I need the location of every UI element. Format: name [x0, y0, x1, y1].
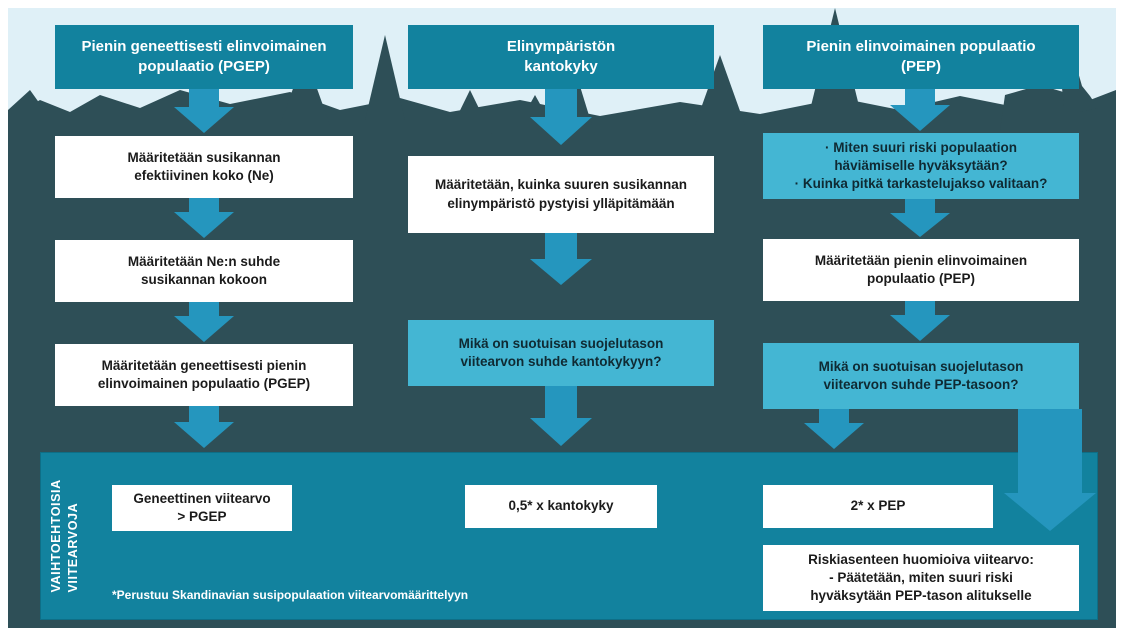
arrow-down-icon [890, 89, 950, 131]
step-pep-3: Mikä on suotuisan suojelutason viitearvo… [763, 343, 1079, 409]
header-pgep-text: Pienin geneettisesti elinvoimainen popul… [81, 37, 327, 75]
arrow-down-icon [530, 233, 592, 285]
arrow-down-icon [804, 409, 864, 449]
step-pgep-1-text: Määritetään susikannan efektiivinen koko… [127, 149, 281, 183]
arrow-down-icon [174, 406, 234, 448]
step-pep-1-text: · Miten suuri riski populaation häviämis… [794, 139, 1048, 192]
panel-side-label: VAIHTOEHTOISIA VIITEARVOJA [40, 452, 90, 620]
result-genetic-reference-value-text: Geneettinen viitearvo > PGEP [133, 490, 271, 524]
panel-side-label-text: VAIHTOEHTOISIA VIITEARVOJA [49, 479, 80, 593]
step-pep-2-text: Määritetään pienin elinvoimainen populaa… [814, 252, 1028, 286]
result-pep-multiple-text: 2* x PEP [850, 498, 906, 514]
result-genetic-reference-value: Geneettinen viitearvo > PGEP [112, 485, 292, 531]
header-kantokyky: Elinympäristön kantokyky [408, 25, 714, 89]
arrow-down-icon [174, 198, 234, 238]
step-pgep-3-text: Määritetään geneettisesti pienin elinvoi… [97, 357, 311, 391]
header-pep-text: Pienin elinvoimainen populaatio (PEP) [806, 37, 1036, 75]
arrow-down-icon [174, 89, 234, 133]
result-carrying-capacity: 0,5* x kantokyky [465, 485, 657, 528]
step-pgep-1: Määritetään susikannan efektiivinen koko… [55, 136, 353, 198]
arrow-down-icon [174, 302, 234, 342]
step-pgep-2-text: Määritetään Ne:n suhde susikannan kokoon [127, 253, 281, 287]
step-pgep-3: Määritetään geneettisesti pienin elinvoi… [55, 344, 353, 406]
step-pep-2: Määritetään pienin elinvoimainen populaa… [763, 239, 1079, 301]
result-risk-reference-value: Riskiasenteen huomioiva viitearvo: - Pää… [763, 545, 1079, 611]
arrow-down-icon [1004, 409, 1096, 531]
step-pgep-2: Määritetään Ne:n suhde susikannan kokoon [55, 240, 353, 302]
step-kantokyky-1-text: Määritetään, kuinka suuren susikannan el… [434, 177, 688, 211]
step-pep-1: · Miten suuri riski populaation häviämis… [763, 133, 1079, 199]
result-carrying-capacity-text: 0,5* x kantokyky [508, 498, 614, 514]
arrow-down-icon [890, 199, 950, 237]
header-pgep: Pienin geneettisesti elinvoimainen popul… [55, 25, 353, 89]
step-kantokyky-2-text: Mikä on suotuisan suojelutason viitearvo… [458, 335, 664, 369]
step-pep-3-text: Mikä on suotuisan suojelutason viitearvo… [818, 358, 1024, 392]
arrow-down-icon [530, 89, 592, 145]
header-pep: Pienin elinvoimainen populaatio (PEP) [763, 25, 1079, 89]
step-kantokyky-1: Määritetään, kuinka suuren susikannan el… [408, 156, 714, 233]
result-pep-multiple: 2* x PEP [763, 485, 993, 528]
step-kantokyky-2: Mikä on suotuisan suojelutason viitearvo… [408, 320, 714, 386]
result-risk-reference-value-text: Riskiasenteen huomioiva viitearvo: - Pää… [808, 551, 1034, 604]
arrow-down-icon [530, 386, 592, 446]
footnote: *Perustuu Skandinavian susipopulaation v… [112, 588, 469, 602]
header-kantokyky-text: Elinympäristön kantokyky [506, 37, 616, 75]
arrow-down-icon [890, 301, 950, 341]
